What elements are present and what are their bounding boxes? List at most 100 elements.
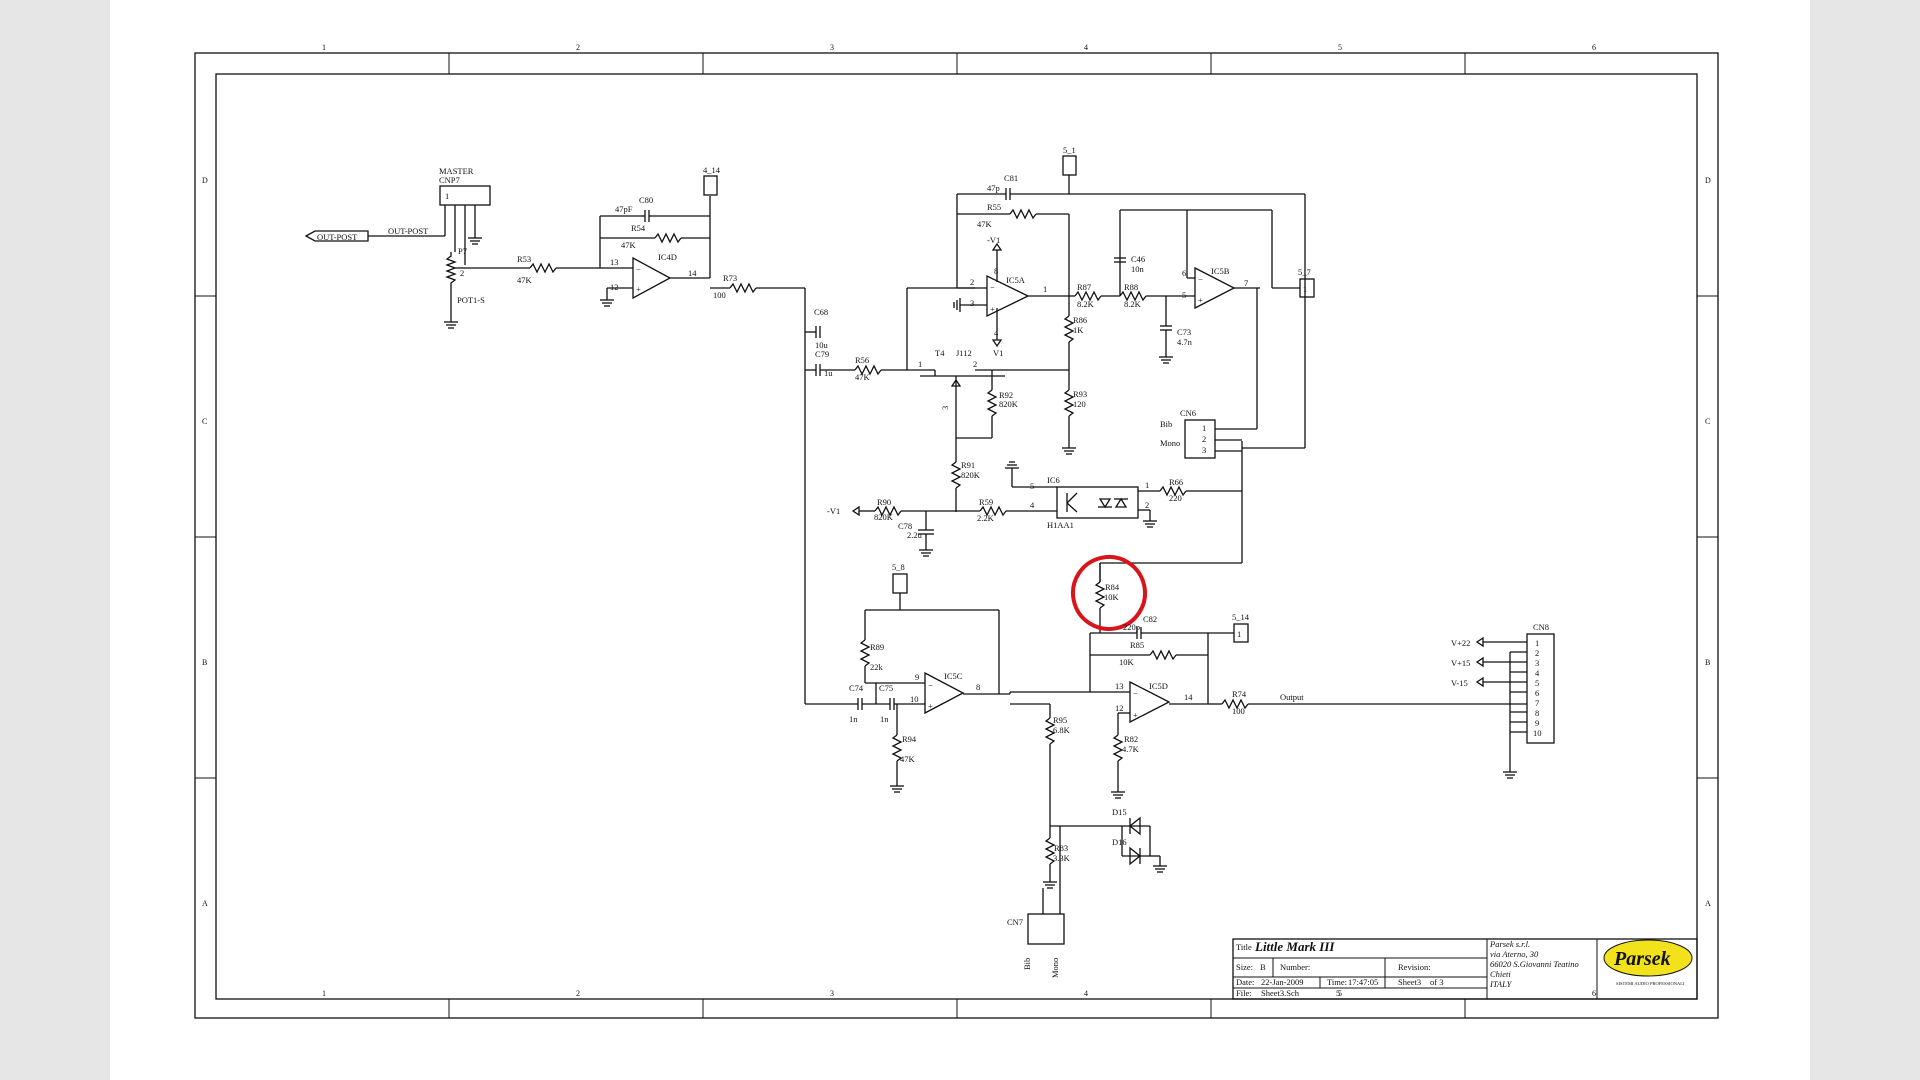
grid-col-3: 3 bbox=[830, 43, 834, 52]
label-v1n: -V1 bbox=[987, 235, 1000, 245]
resistor-r94 bbox=[891, 734, 903, 762]
label-r84-value: 10K bbox=[1104, 592, 1120, 602]
svg-text:4: 4 bbox=[1535, 668, 1540, 678]
resistor-r54 bbox=[654, 232, 682, 244]
svg-text:5: 5 bbox=[1030, 481, 1034, 491]
label-ic4d-p14: 14 bbox=[688, 268, 697, 278]
revision-label: Revision: bbox=[1398, 962, 1431, 972]
label-r95-value: 6.8K bbox=[1053, 725, 1071, 735]
label-c79-value: 1u bbox=[824, 368, 833, 378]
grid-col-1: 1 bbox=[322, 43, 326, 52]
optocoupler-ic6 bbox=[1056, 486, 1139, 519]
label-c78-value: 2.2u bbox=[907, 530, 923, 540]
svg-text:10: 10 bbox=[1533, 728, 1542, 738]
label-c46: C46 bbox=[1131, 254, 1145, 264]
grid-col-3-bottom: 3 bbox=[830, 989, 834, 998]
label-r89: R89 bbox=[870, 642, 884, 652]
label-cnp7: CNP7 bbox=[439, 175, 460, 185]
time-value: 17:47:05 bbox=[1348, 977, 1378, 987]
label-ic5b: IC5B bbox=[1211, 266, 1230, 276]
grid-col-5: 5 bbox=[1338, 43, 1342, 52]
label-r55: R55 bbox=[987, 202, 1001, 212]
resistor-r66 bbox=[1159, 485, 1187, 497]
resistor-r92 bbox=[986, 389, 998, 417]
label-r93-value: 120 bbox=[1073, 399, 1086, 409]
svg-text:−: − bbox=[1133, 688, 1138, 698]
company-line-4: Chieti bbox=[1490, 969, 1511, 979]
svg-text:5: 5 bbox=[1336, 988, 1340, 998]
label-r55-value: 47K bbox=[977, 219, 993, 229]
label-r88: R88 bbox=[1124, 282, 1138, 292]
grid-col-5-bottom: 5 bbox=[1338, 989, 1342, 998]
label-c82: C82 bbox=[1143, 614, 1157, 624]
highlight-circle bbox=[1071, 555, 1147, 631]
svg-text:14: 14 bbox=[1184, 692, 1193, 702]
svg-text:1: 1 bbox=[1535, 638, 1539, 648]
label-c75: C75 bbox=[879, 683, 893, 693]
resistor-r83 bbox=[1044, 837, 1056, 865]
company-line-1: Parsek s.r.l. bbox=[1489, 939, 1530, 949]
label-c73-value: 4.7n bbox=[1177, 337, 1193, 347]
opamp-ic5c bbox=[924, 671, 965, 715]
time-label: Time: bbox=[1327, 977, 1347, 987]
label-r73: R73 bbox=[723, 273, 737, 283]
company-line-5: ITALY bbox=[1489, 979, 1513, 989]
port-5-8 bbox=[892, 573, 908, 594]
resistor-r91 bbox=[950, 461, 962, 489]
resistor-r73 bbox=[729, 282, 757, 294]
label-r85-value: 10K bbox=[1119, 657, 1135, 667]
label-c46-value: 10n bbox=[1131, 264, 1145, 274]
label-c81: C81 bbox=[1004, 173, 1018, 183]
label-c81-value: 47p bbox=[987, 183, 1000, 193]
title-label: Title bbox=[1236, 942, 1252, 952]
svg-text:1: 1 bbox=[1202, 423, 1206, 433]
label-r83-value: 3.3K bbox=[1053, 853, 1071, 863]
label-out-post-port: OUT-POST bbox=[317, 232, 358, 242]
label-vm15: V-15 bbox=[1451, 678, 1468, 688]
logo-text: Parsek bbox=[1613, 948, 1671, 970]
svg-text:1: 1 bbox=[1237, 629, 1241, 639]
grid-row-b-right: B bbox=[1705, 658, 1710, 667]
label-cn6: CN6 bbox=[1180, 408, 1196, 418]
label-r86: R86 bbox=[1073, 315, 1087, 325]
opamp-ic5d bbox=[1129, 680, 1171, 724]
label-r66: R66 bbox=[1169, 477, 1183, 487]
resistor-r84 bbox=[1094, 581, 1106, 609]
label-c74: C74 bbox=[849, 683, 864, 693]
label-h1aa1: H1AA1 bbox=[1047, 520, 1074, 530]
label-one: 1 bbox=[445, 191, 449, 201]
svg-text:8: 8 bbox=[976, 682, 980, 692]
label-ic5a: IC5A bbox=[1006, 275, 1026, 285]
logo-tagline: SISTEMI AUDIO PROFESSIONALI bbox=[1616, 981, 1685, 986]
label-r86-value: 1K bbox=[1073, 325, 1084, 335]
sheet-of: of 3 bbox=[1430, 977, 1443, 987]
label-out-post-net: OUT-POST bbox=[388, 226, 429, 236]
svg-text:8: 8 bbox=[1535, 708, 1539, 718]
resistor-r82 bbox=[1112, 734, 1124, 762]
date-label: Date: bbox=[1236, 977, 1254, 987]
resistor-r86 bbox=[1063, 315, 1075, 343]
diode-d15 bbox=[1128, 816, 1141, 836]
resistor-r85 bbox=[1149, 649, 1177, 661]
schematic-page: 1 2 3 4 5 6 1 2 3 4 5 6 D C B A D C B A … bbox=[110, 0, 1810, 1080]
label-r56-value: 47K bbox=[855, 372, 871, 382]
grid-col-1-bottom: 1 bbox=[322, 989, 326, 998]
resistor-r74 bbox=[1221, 698, 1249, 710]
label-c68-value: 10u bbox=[815, 340, 829, 350]
label-r84: R84 bbox=[1105, 582, 1120, 592]
label-r82-value: 4.7K bbox=[1122, 744, 1140, 754]
port-5-1 bbox=[1062, 155, 1077, 176]
svg-text:1: 1 bbox=[1145, 480, 1149, 490]
number-label: Number: bbox=[1280, 962, 1310, 972]
label-r59-value: 2.2K bbox=[977, 513, 995, 523]
svg-text:+: + bbox=[636, 284, 641, 294]
svg-text:13: 13 bbox=[1115, 681, 1124, 691]
connector-cn7 bbox=[1027, 913, 1065, 945]
label-r53-value: 47K bbox=[517, 275, 533, 285]
svg-text:2: 2 bbox=[1202, 434, 1206, 444]
svg-text:9: 9 bbox=[1535, 718, 1539, 728]
resistor-r89 bbox=[859, 639, 871, 667]
svg-text:2: 2 bbox=[1535, 648, 1539, 658]
label-mono: Mono bbox=[1160, 438, 1180, 448]
label-port-5-7: 5_7 bbox=[1298, 267, 1311, 277]
